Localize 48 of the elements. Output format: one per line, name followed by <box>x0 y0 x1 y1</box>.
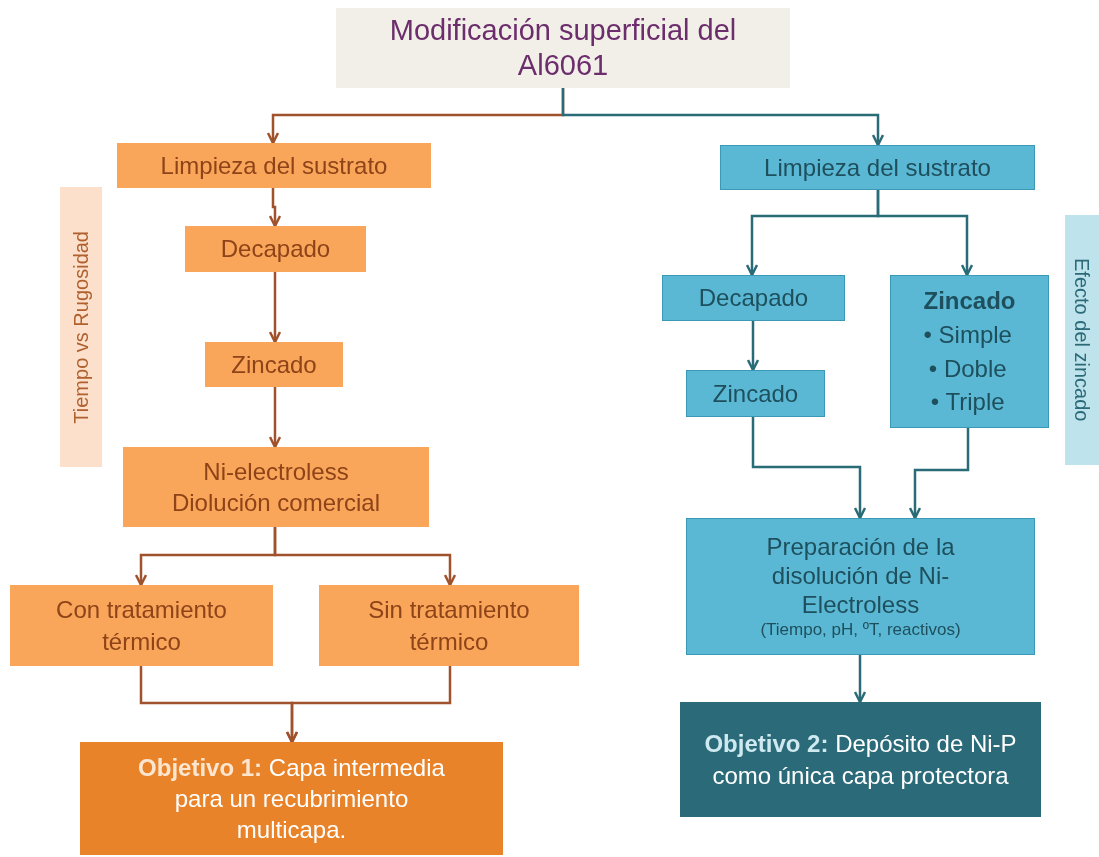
objective-box <box>680 702 1041 817</box>
arrow <box>853 655 867 704</box>
side-band <box>60 187 102 467</box>
arrow <box>908 428 970 520</box>
band-label: Tiempo vs Rugosidad <box>69 230 93 424</box>
process-box <box>205 342 343 387</box>
objective-text: Objetivo 2: Depósito de Ni-P como única capa protectora <box>703 729 1018 791</box>
process-box <box>686 370 825 417</box>
arrow <box>268 188 282 228</box>
box-label: Modificación superficial del Al6061 <box>388 13 738 83</box>
list-item: • Simple <box>923 319 1012 350</box>
objective-box <box>80 742 503 855</box>
process-box <box>686 518 1035 655</box>
arrow <box>751 417 867 520</box>
box-label: Preparación de la disolución de Ni-Electroless <box>765 533 956 620</box>
arrow <box>746 321 760 372</box>
box-label: Zincado <box>712 378 799 409</box>
box-label: Zincado <box>231 349 317 380</box>
arrow <box>268 272 282 344</box>
box-label: Decapado <box>698 283 809 313</box>
band-label: Efecto del zincado <box>1070 258 1094 422</box>
box-label: Limpieza del sustrato <box>764 152 991 183</box>
box-label: Limpieza del sustrato <box>160 150 388 181</box>
arrow <box>285 666 452 744</box>
box-label: Ni-electroless <box>203 456 349 487</box>
box-label: Con tratamiento térmico <box>55 595 228 657</box>
box-label: Sin tratamiento térmico <box>367 595 531 657</box>
objective-text: Objetivo 1: Capa intermedia para un recubrimiento multicapa. <box>137 752 446 846</box>
title-box <box>336 8 790 88</box>
box-note: (Tiempo, pH, ºT, reactivos) <box>760 619 961 640</box>
process-box <box>890 275 1049 428</box>
box-label: Decapado <box>220 234 331 264</box>
list-item: • Triple <box>929 387 1006 418</box>
process-box <box>662 275 845 321</box>
process-box <box>123 447 429 527</box>
list-item: • Doble <box>927 353 1008 384</box>
process-box <box>720 145 1035 190</box>
side-band <box>1065 215 1099 465</box>
process-box <box>319 585 579 666</box>
arrow <box>876 190 974 277</box>
process-box <box>10 585 273 666</box>
arrow <box>273 527 457 587</box>
process-box <box>117 143 431 188</box>
arrow <box>561 88 885 147</box>
box-heading: Zincado <box>923 286 1016 317</box>
arrow <box>268 387 282 449</box>
process-box <box>185 226 366 272</box>
box-label: Diolución comercial <box>171 488 381 518</box>
